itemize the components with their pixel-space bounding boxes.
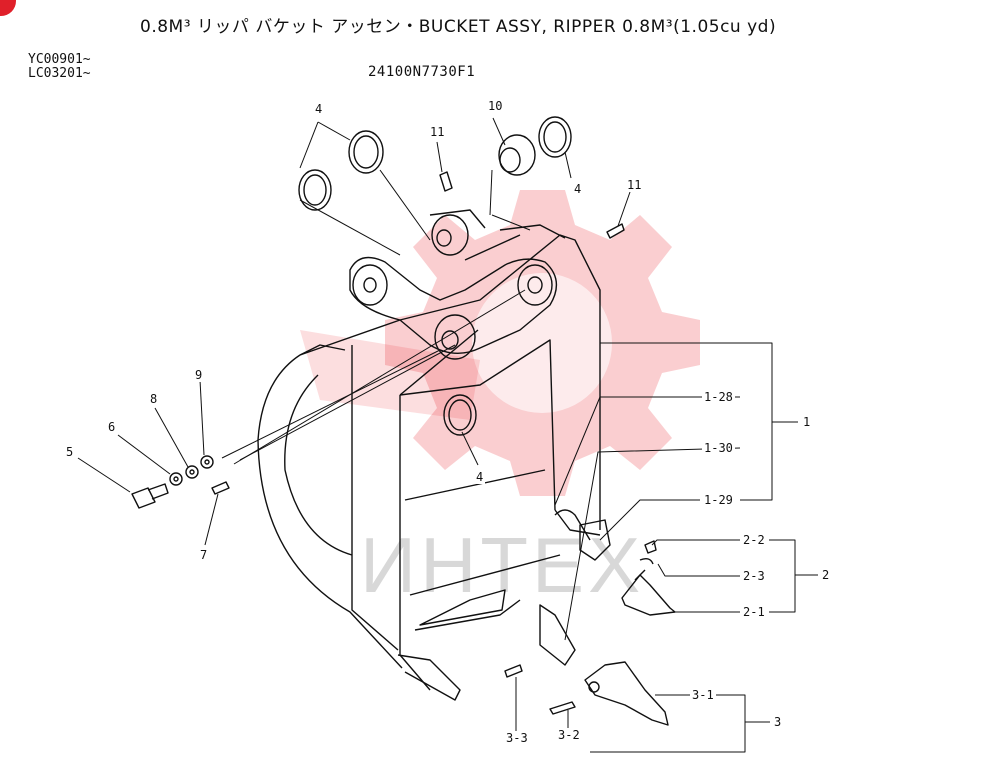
page-title: 0.8M³ リッパ バケット アッセン・BUCKET ASSY, RIPPER …: [140, 17, 777, 37]
callout-3-3: 3-3: [504, 731, 530, 745]
callout-9: 9: [193, 368, 205, 382]
callout-4-right: 4: [572, 182, 584, 196]
callout-3-2: 3-2: [556, 728, 582, 742]
callout-4-top: 4: [313, 102, 325, 116]
callout-2-3: 2-3: [741, 569, 767, 583]
serial-range-2: LC03201~: [28, 66, 91, 81]
boss-plates: [349, 209, 558, 360]
callout-3-1: 3-1: [690, 688, 716, 702]
callout-2-1: 2-1: [741, 605, 767, 619]
pin-1-28: [554, 509, 591, 541]
watermark-text: ИНТЕХ: [360, 521, 645, 609]
leader-lines: [77, 117, 818, 753]
callout-3: 3: [772, 715, 784, 729]
tooth-1-29: [579, 519, 611, 561]
retaining-rings: [298, 116, 572, 436]
pin-11-left: [439, 171, 453, 192]
callout-11-right: 11: [625, 178, 644, 192]
callout-10: 10: [486, 99, 505, 113]
callout-6: 6: [106, 420, 118, 434]
callout-5: 5: [64, 445, 76, 459]
callout-4-lower: 4: [474, 470, 486, 484]
callout-1: 1: [801, 415, 813, 429]
serial-range-1: YC00901~: [28, 52, 91, 67]
callout-2-2: 2-2: [741, 533, 767, 547]
tooth-assy-3: [504, 661, 669, 726]
callout-1-30: 1-30: [702, 441, 735, 455]
callout-2: 2: [820, 568, 832, 582]
callout-8: 8: [148, 392, 160, 406]
assembly-part-number: 24100N7730F1: [368, 64, 476, 80]
callout-1-28: 1-28: [702, 390, 735, 404]
callout-7: 7: [198, 548, 210, 562]
pin-11-right: [606, 223, 625, 239]
callout-11-left: 11: [428, 125, 447, 139]
fastener-set: [131, 455, 230, 509]
tooth-assy-2: [621, 540, 676, 616]
bushing-10: [498, 134, 536, 176]
callout-1-29: 1-29: [702, 493, 735, 507]
